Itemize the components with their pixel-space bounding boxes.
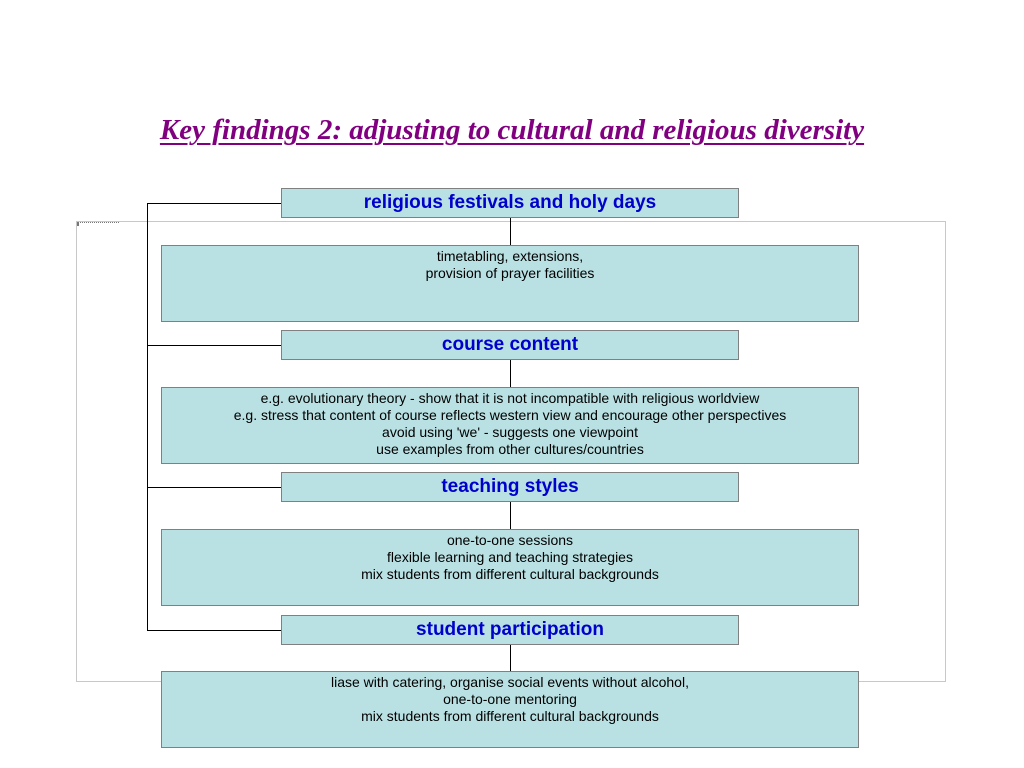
detail-line: timetabling, extensions, <box>436 248 584 264</box>
detail-line: use examples from other cultures/countri… <box>376 441 644 457</box>
detail-line: one-to-one mentoring <box>443 691 577 707</box>
detail-line: mix students from different cultural bac… <box>361 708 659 724</box>
section-heading-text: religious festivals and holy days <box>363 192 657 213</box>
section-heading: teaching styles <box>281 472 739 502</box>
detail-line: liase with catering, organise social eve… <box>331 674 689 690</box>
section-heading: student participation <box>281 615 739 645</box>
stem-connector <box>510 218 511 245</box>
section-heading-text: teaching styles <box>441 476 579 497</box>
detail-line: mix students from different cultural bac… <box>361 566 659 582</box>
trunk-connector <box>147 203 148 631</box>
section-details: timetabling, extensions, provision of pr… <box>161 245 859 322</box>
detail-line: flexible learning and teaching strategie… <box>387 549 633 565</box>
section-heading: course content <box>281 330 739 360</box>
detail-line: e.g. evolutionary theory - show that it … <box>260 390 760 406</box>
section-details: liase with catering, organise social eve… <box>161 671 859 748</box>
section-heading-text: course content <box>441 334 579 355</box>
section-details: e.g. evolutionary theory - show that it … <box>161 387 859 464</box>
detail-line: avoid using 'we' - suggests one viewpoin… <box>382 424 638 440</box>
stem-connector <box>510 502 511 529</box>
detail-line: provision of prayer facilities <box>425 265 595 281</box>
branch-connector <box>147 345 281 346</box>
slide-title: Key findings 2: adjusting to cultural an… <box>159 114 865 146</box>
branch-connector <box>147 203 281 204</box>
detail-line: e.g. stress that content of course refle… <box>233 407 787 423</box>
embedded-object-marker <box>77 222 119 226</box>
branch-connector <box>147 630 281 631</box>
section-heading-text: student participation <box>416 619 604 640</box>
section-details: one-to-one sessions flexible learning an… <box>161 529 859 606</box>
section-heading: religious festivals and holy days <box>281 188 739 218</box>
stem-connector <box>510 645 511 671</box>
branch-connector <box>147 487 281 488</box>
detail-line: one-to-one sessions <box>446 532 574 548</box>
stem-connector <box>510 360 511 387</box>
